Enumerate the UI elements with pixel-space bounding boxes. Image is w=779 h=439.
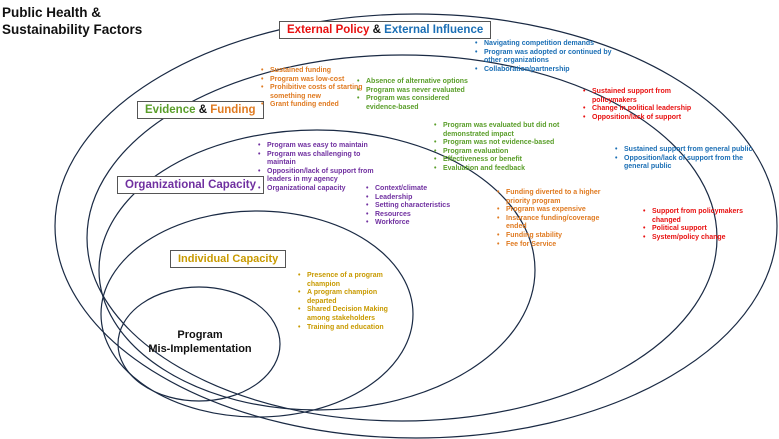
factor-item: Organizational capacity: [258, 185, 376, 194]
individual-capacity-label: Individual Capacity: [170, 250, 287, 268]
program-mis-implementation-ellipse: [117, 286, 281, 402]
factor-item: Opposition/lack of support from leaders …: [258, 168, 376, 185]
factor-item: Opposition/lack of support from the gene…: [615, 155, 765, 172]
factor-item: Sustained funding: [261, 67, 366, 76]
diagram-title: Public Health & Sustainability Factors: [2, 5, 143, 37]
factor-item: Program was expensive: [497, 206, 615, 215]
factor-item: Program was adopted or continued by othe…: [475, 49, 620, 66]
factor-item: A program champion departed: [298, 289, 408, 306]
organizational-capacity-ellipse: [98, 129, 536, 411]
factor-item: Insurance funding/coverage ended: [497, 215, 615, 232]
program-mis-implementation-label: Program Mis-Implementation: [140, 328, 260, 356]
factor-item: Navigating competition demands: [475, 40, 620, 49]
factor-item: Support from policymakers changed: [643, 208, 755, 225]
funding-text: Funding: [210, 104, 256, 116]
external-policy-list-1: Sustained support from policymakersChang…: [583, 88, 695, 122]
external-policy-influence-label: External Policy & External Influence: [279, 21, 492, 39]
factor-item: Program evaluation: [434, 148, 574, 157]
funding-factor-list-mid: Funding diverted to a higher priority pr…: [497, 189, 615, 249]
factor-item: Sustained support from policymakers: [583, 88, 695, 105]
external-policy-list-2: Support from policymakers changedPolitic…: [643, 208, 755, 242]
factor-item: Context/climate: [366, 185, 474, 194]
factor-item: Funding diverted to a higher priority pr…: [497, 189, 615, 206]
ampersand-text: &: [369, 24, 385, 36]
individual-factor-list: Presence of a program championA program …: [298, 272, 408, 332]
factor-item: Resources: [366, 211, 474, 220]
factor-item: Collaboration/partnership: [475, 66, 620, 75]
factor-item: Program was evaluated but did not demons…: [434, 122, 574, 139]
funding-factor-list: Sustained fundingProgram was low-costPro…: [261, 67, 366, 110]
factor-item: Program was challenging to maintain: [258, 151, 376, 168]
factor-item: Absence of alternative options: [357, 78, 479, 87]
factor-item: Evaluation and feedback: [434, 165, 574, 174]
individual-capacity-ellipse: [100, 210, 414, 418]
factor-item: Setting characteristics: [366, 202, 474, 211]
external-influence-ellipse: [54, 13, 778, 439]
external-influence-text: External Influence: [384, 24, 484, 36]
organizational-capacity-label: Organizational Capacity: [117, 176, 265, 194]
external-policy-text: External Policy: [287, 24, 370, 36]
factor-item: Political support: [643, 225, 755, 234]
factor-item: Funding stability: [497, 232, 615, 241]
ampersand-text: &: [195, 104, 211, 116]
evidence-factor-list-top: Absence of alternative optionsProgram wa…: [357, 78, 479, 112]
factor-item: Program was considered evidence-based: [357, 95, 479, 112]
factor-item: Program was never evaluated: [357, 87, 479, 96]
factor-item: Workforce: [366, 219, 474, 228]
factor-item: Grant funding ended: [261, 101, 366, 110]
core-line-1: Program: [177, 329, 223, 341]
factor-item: Fee for Service: [497, 241, 615, 250]
factor-item: Effectiveness or benefit: [434, 156, 574, 165]
evidence-factor-list-mid: Program was evaluated but did not demons…: [434, 122, 574, 174]
factor-item: Program was low-cost: [261, 76, 366, 85]
evidence-text: Evidence: [145, 104, 196, 116]
factor-item: Leadership: [366, 194, 474, 203]
factor-item: Opposition/lack of support: [583, 114, 695, 123]
external-influence-list-top: Navigating competition demandsProgram wa…: [475, 40, 620, 74]
core-line-2: Mis-Implementation: [148, 343, 252, 355]
factor-item: Sustained support from general public: [615, 146, 765, 155]
factor-item: Presence of a program champion: [298, 272, 408, 289]
factor-item: Shared Decision Making among stakeholder…: [298, 306, 408, 323]
evidence-funding-label: Evidence & Funding: [137, 101, 264, 119]
organizational-factor-list-left: Program was easy to maintainProgram was …: [258, 142, 376, 194]
factor-item: Prohibitive costs of starting something …: [261, 84, 366, 101]
factor-item: Training and education: [298, 324, 408, 333]
factor-item: Program was not evidence-based: [434, 139, 574, 148]
factor-item: Program was easy to maintain: [258, 142, 376, 151]
organizational-factor-list-right: Context/climateLeadershipSetting charact…: [366, 185, 474, 228]
external-influence-list-mid: Sustained support from general publicOpp…: [615, 146, 765, 172]
factor-item: Change in political leadership: [583, 105, 695, 114]
factor-item: System/policy change: [643, 234, 755, 243]
